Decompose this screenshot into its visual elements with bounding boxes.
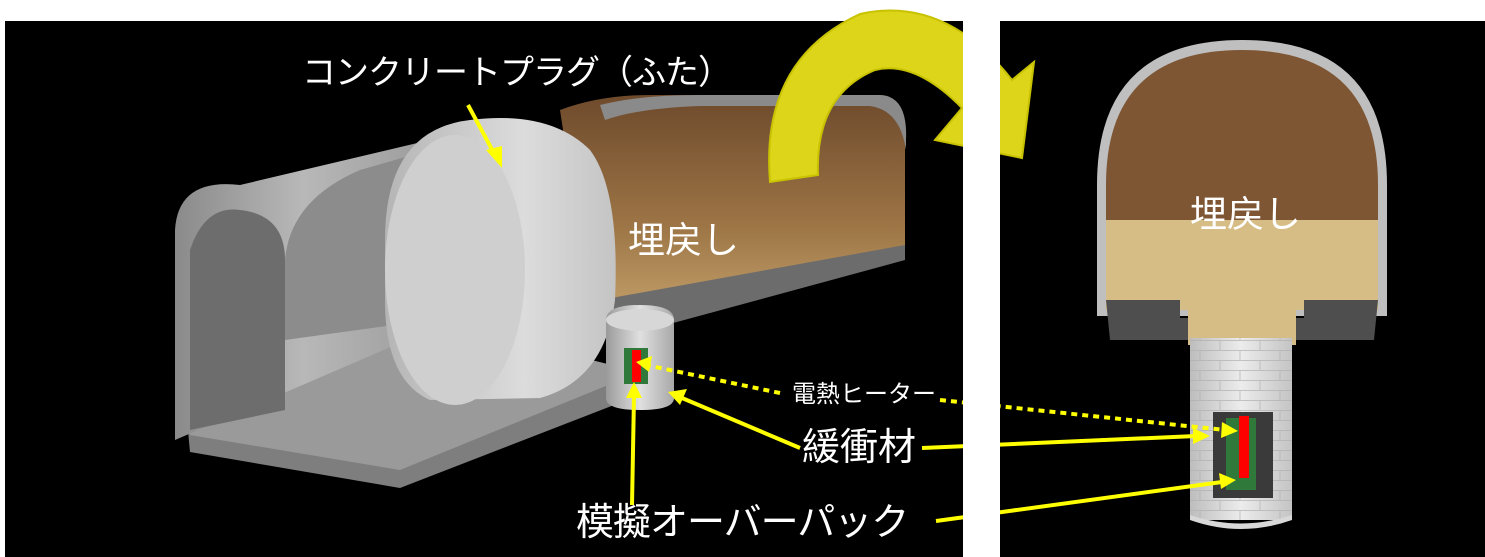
tunnel-floor-right (1296, 300, 1378, 340)
tunnel-3d-view (175, 95, 907, 488)
simulated-overpack-heater (1239, 416, 1249, 478)
backfill-label-left: 埋戻し (628, 219, 739, 262)
deposition-shaft-bottom (1190, 515, 1292, 529)
buffer-material-label: 緩衝材 (802, 425, 917, 469)
deposition-hole-top (606, 309, 674, 331)
tunnel-arch-opening (190, 209, 285, 430)
simulated-overpack-label: 模擬オーバーパック (576, 500, 909, 544)
backfill-light-layer (1106, 220, 1378, 310)
tunnel-cross-section (1097, 40, 1387, 529)
tunnel-floor-left (1106, 300, 1188, 340)
overpack-heater-mini (632, 350, 641, 382)
concrete-plug-label: コンクリートプラグ（ふた） (302, 53, 732, 93)
backfill-tunnel-rim (600, 95, 907, 150)
electric-heater-label: 電熱ヒーター (792, 380, 936, 408)
panel-separator (963, 21, 1000, 557)
concrete-plug-face (385, 135, 525, 405)
backfill-step-fill (1188, 300, 1296, 345)
backfill-tunnel-floor (600, 245, 905, 332)
backfill-label-right: 埋戻し (1190, 193, 1301, 236)
